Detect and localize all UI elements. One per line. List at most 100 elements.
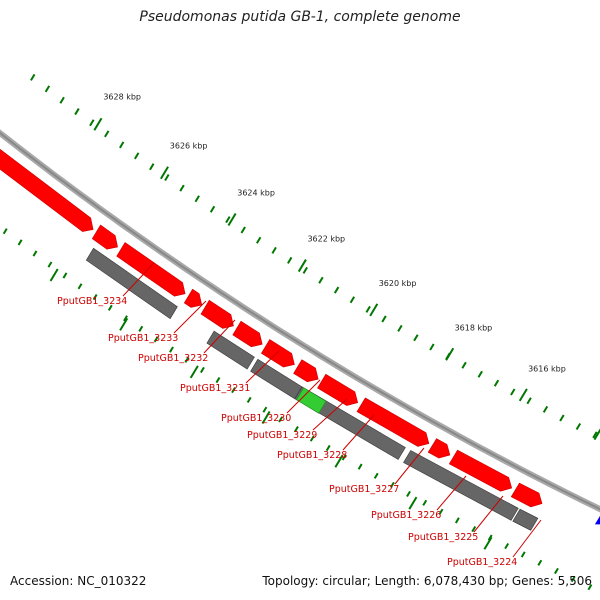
minor-tick: [231, 386, 236, 394]
forward-gene: [232, 320, 263, 348]
gene-features: [0, 148, 600, 531]
minor-tick: [365, 305, 371, 313]
minor-tick: [504, 543, 510, 550]
minor-tick: [262, 406, 268, 413]
reverse-gene: [403, 450, 519, 521]
gene-label: PputGB1_3225: [408, 532, 478, 543]
minor-tick: [325, 444, 331, 452]
major-tick: [93, 117, 103, 131]
minor-tick: [149, 163, 155, 171]
minor-tick: [104, 130, 110, 138]
major-tick: [334, 454, 344, 468]
gene-label-leader: [312, 398, 348, 431]
minor-tick: [2, 228, 8, 235]
major-tick: [369, 303, 379, 317]
minor-tick: [271, 246, 277, 254]
reverse-gene: [85, 247, 178, 320]
reverse-gene: [250, 358, 303, 400]
major-tick: [189, 365, 199, 379]
gene-label-leader: [122, 262, 155, 297]
major-tick: [445, 347, 455, 361]
minor-tick: [559, 414, 565, 422]
minor-tick: [349, 296, 356, 304]
minor-tick: [341, 454, 347, 461]
minor-tick: [357, 463, 363, 470]
minor-tick: [44, 85, 51, 93]
forward-gene: [116, 242, 186, 297]
minor-tick: [471, 525, 477, 533]
gene-label: PputGB1_3232: [138, 353, 208, 364]
major-tick: [297, 259, 307, 273]
feature-arrow: [594, 515, 600, 525]
genome-backbone: [0, 129, 600, 513]
minor-tick: [537, 559, 543, 566]
forward-gene: [356, 397, 430, 447]
minor-tick: [153, 336, 159, 343]
major-tick: [483, 536, 493, 550]
minor-tick: [89, 119, 95, 127]
minor-tick: [246, 396, 252, 403]
minor-tick: [592, 431, 598, 439]
major-tick: [261, 410, 271, 425]
major-tick: [408, 496, 418, 510]
minor-tick: [461, 361, 467, 369]
gene-label: PputGB1_3230: [221, 413, 291, 424]
gene-label-leader: [342, 414, 375, 451]
minor-tick: [77, 283, 83, 290]
minor-tick: [587, 584, 593, 591]
minor-tick: [287, 256, 293, 264]
scale-label: 3618 kbp: [455, 324, 493, 333]
scale-label: 3616 kbp: [528, 364, 566, 373]
genome-summary: Topology: circular; Length: 6,078,430 bp…: [262, 574, 592, 588]
gene-label-leader: [203, 319, 236, 354]
minor-tick: [302, 266, 308, 274]
gene-label: PputGB1_3233: [108, 333, 178, 344]
minor-tick: [47, 261, 53, 268]
minor-tick: [59, 96, 65, 104]
minor-tick: [294, 425, 299, 433]
gene-label-leader: [473, 495, 504, 533]
minor-tick: [318, 276, 324, 284]
forward-gene: [183, 288, 203, 308]
major-tick: [227, 212, 237, 226]
minor-tick: [138, 325, 144, 332]
minor-tick: [389, 481, 395, 488]
minor-tick: [17, 239, 23, 246]
forward-gene: [510, 482, 543, 508]
minor-tick: [134, 152, 140, 160]
forward-gene: [91, 224, 118, 250]
minor-tick: [169, 346, 174, 353]
minor-tick: [256, 236, 262, 244]
gene-label-leader: [436, 475, 467, 511]
minor-tick: [406, 490, 411, 498]
major-tick: [518, 388, 528, 402]
minor-tick: [74, 108, 80, 116]
scale-label: 3622 kbp: [307, 235, 345, 244]
forward-gene: [317, 373, 359, 406]
gene-label: PputGB1_3229: [247, 430, 317, 441]
gene-label-leader: [173, 300, 207, 334]
minor-tick: [381, 315, 387, 323]
minor-tick: [422, 499, 428, 506]
minor-tick: [164, 173, 170, 181]
scale-label: 3628 kbp: [103, 93, 141, 102]
map-title: Pseudomonas putida GB-1, complete genome: [139, 9, 461, 25]
minor-tick: [32, 250, 38, 257]
minor-tick: [184, 356, 190, 363]
gene-labels: PputGB1_3234PputGB1_3233PputGB1_3232Pput…: [57, 262, 542, 568]
minor-tick: [493, 379, 500, 387]
minor-tick: [123, 315, 128, 322]
scale-label: 3620 kbp: [379, 279, 417, 288]
minor-tick: [454, 517, 460, 524]
forward-gene: [448, 449, 513, 492]
gene-label: PputGB1_3234: [57, 296, 127, 307]
backbone-line: [0, 131, 600, 511]
tick-marks: [2, 73, 600, 591]
scale-label: 3626 kbp: [170, 141, 208, 150]
major-tick: [160, 166, 169, 180]
gene-label: PputGB1_3224: [447, 557, 517, 568]
minor-tick: [225, 216, 231, 224]
gene-label: PputGB1_3226: [371, 510, 441, 521]
major-tick: [593, 428, 600, 441]
